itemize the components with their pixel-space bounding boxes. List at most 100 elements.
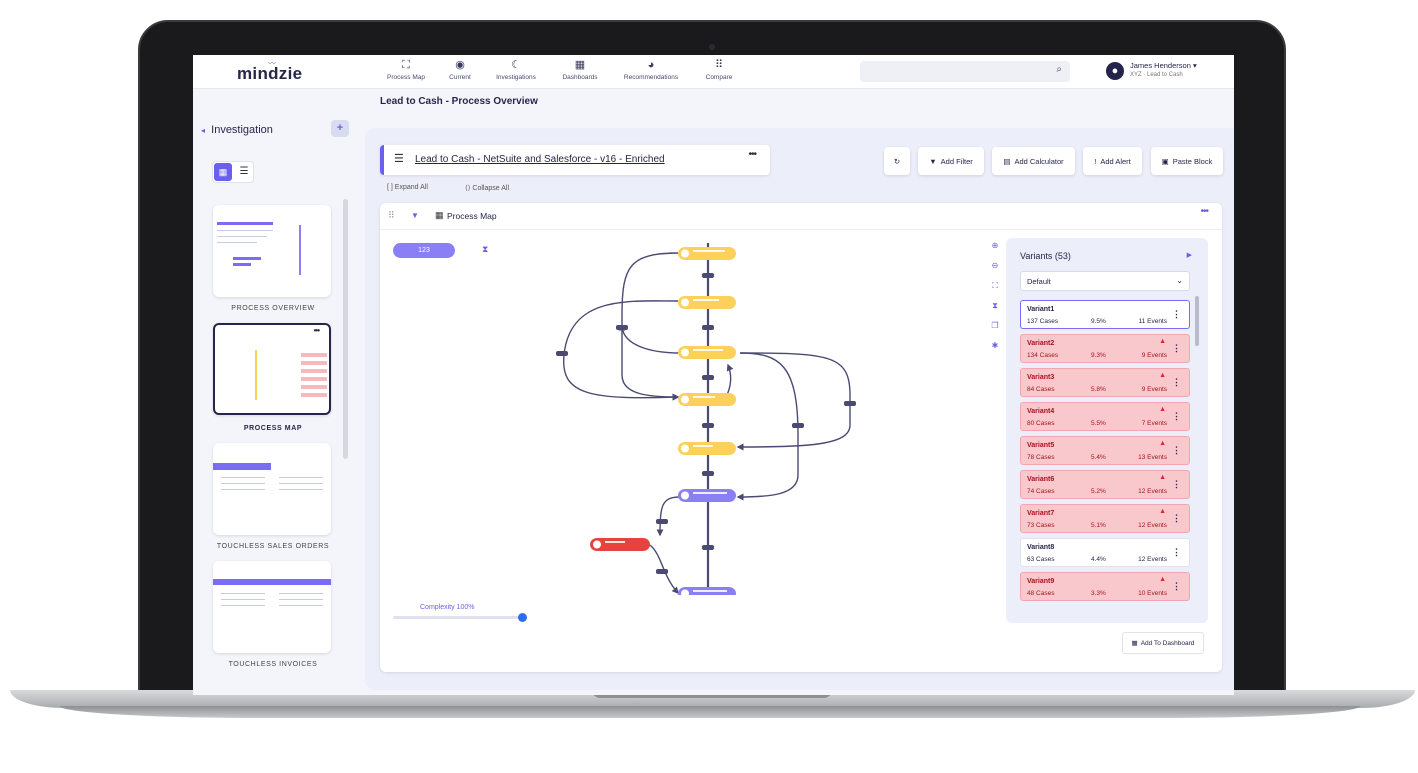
- user-name[interactable]: James Henderson ▾: [1130, 61, 1197, 70]
- nav-current[interactable]: ◉ Current: [425, 58, 495, 81]
- bug-icon[interactable]: ✱: [991, 341, 999, 350]
- notebook-main: ☰ Lead to Cash - NetSuite and Salesforce…: [365, 128, 1234, 690]
- thumbnail-touchless-sales-orders[interactable]: [213, 443, 331, 535]
- avatar[interactable]: ●: [1106, 62, 1124, 80]
- expand-panel-icon[interactable]: ▶: [1186, 252, 1192, 259]
- map-zoom-tools: ⊕ ⊖ ⛶ ⧗ ❐ ✱: [989, 241, 1001, 361]
- list-view-icon[interactable]: ☰: [239, 166, 249, 177]
- dataset-card[interactable]: ☰ Lead to Cash - NetSuite and Salesforce…: [380, 145, 770, 175]
- kebab-menu-icon[interactable]: ⋮: [1172, 411, 1181, 421]
- add-to-dashboard-label: Add To Dashboard: [1140, 639, 1195, 647]
- more-icon[interactable]: •••: [748, 149, 756, 160]
- copy-icon[interactable]: ❐: [991, 321, 999, 330]
- collapse-all-button[interactable]: ⟨⟩ Collapse All: [465, 184, 509, 192]
- edge-label: [702, 423, 714, 428]
- nav-compare[interactable]: ⠿ Compare: [684, 58, 754, 81]
- hourglass-icon[interactable]: ⧗: [482, 244, 489, 254]
- palette-icon: ◕: [647, 59, 655, 71]
- kebab-menu-icon[interactable]: ⋮: [1172, 479, 1181, 489]
- refresh-button[interactable]: ↻: [884, 147, 910, 175]
- metric-toggle[interactable]: 123: [393, 243, 455, 258]
- variant-events: 12 Events: [1138, 488, 1167, 495]
- thumb-pink: [301, 353, 327, 357]
- zoom-out-icon[interactable]: ⊖: [991, 261, 999, 270]
- nav-investigations[interactable]: ☾ Investigations: [481, 58, 551, 81]
- nodes: [590, 247, 736, 595]
- nav-recommendations[interactable]: ◕ Recommendations: [616, 58, 686, 81]
- hourglass-icon[interactable]: ⧗: [992, 301, 998, 310]
- process-map-graph[interactable]: [550, 235, 870, 595]
- expand-all-button[interactable]: [ ] Expand All: [387, 184, 428, 191]
- add-calculator-label: Add Calculator: [1014, 156, 1064, 166]
- variants-scrollbar[interactable]: [1195, 296, 1199, 346]
- variant-events: 13 Events: [1138, 454, 1167, 461]
- dataset-title[interactable]: Lead to Cash - NetSuite and Salesforce -…: [415, 154, 665, 165]
- database-icon: ☰: [394, 153, 404, 165]
- variant-cases: 63 Cases: [1027, 556, 1055, 563]
- variant-filter-select[interactable]: Default ⌄: [1020, 271, 1190, 291]
- variant-cases: 48 Cases: [1027, 590, 1055, 597]
- collapse-all-label: Collapse All: [472, 185, 509, 192]
- variant-events: 10 Events: [1138, 590, 1167, 597]
- nav-process-map[interactable]: ⛶ Process Map: [371, 58, 441, 81]
- logo[interactable]: mindzie: [237, 64, 303, 83]
- drag-handle-icon[interactable]: ⠿: [388, 210, 395, 220]
- thumb-line: [279, 605, 323, 606]
- chevron-down-icon: ⌄: [1176, 276, 1183, 285]
- thumb-line: [217, 236, 267, 237]
- kebab-menu-icon[interactable]: ⋮: [1172, 581, 1181, 591]
- thumb-bar: [217, 222, 273, 225]
- more-icon[interactable]: •••: [1200, 206, 1208, 217]
- thumbnail-touchless-invoices[interactable]: [213, 561, 331, 653]
- kebab-menu-icon[interactable]: ⋮: [1172, 547, 1181, 557]
- fit-screen-icon[interactable]: ⛶: [992, 281, 998, 290]
- thumb-line: [217, 230, 273, 231]
- warning-icon: ▲: [1159, 406, 1166, 413]
- slider-handle[interactable]: [518, 613, 527, 622]
- variant-events: 9 Events: [1141, 352, 1167, 359]
- complexity-label: Complexity 100%: [420, 604, 475, 611]
- kebab-menu-icon[interactable]: ⋮: [1172, 445, 1181, 455]
- calculator-icon: ▤: [1003, 156, 1011, 166]
- sidebar-scrollbar[interactable]: [343, 199, 348, 459]
- edge-label: [702, 273, 714, 278]
- kebab-menu-icon[interactable]: ⋮: [1172, 377, 1181, 387]
- investigation-header[interactable]: ◂ Investigation: [201, 124, 273, 136]
- kebab-menu-icon[interactable]: ⋮: [1172, 513, 1181, 523]
- paste-block-button[interactable]: ▣Paste Block: [1151, 147, 1223, 175]
- collapse-caret-icon[interactable]: ▼: [411, 211, 419, 220]
- variant-cases: 74 Cases: [1027, 488, 1055, 495]
- nav-dashboards[interactable]: ▦ Dashboards: [545, 58, 615, 81]
- variant-filter-value: Default: [1027, 277, 1051, 286]
- nav-label: Current: [449, 74, 471, 81]
- thumbnail-process-overview[interactable]: [213, 205, 331, 297]
- kebab-menu-icon[interactable]: ⋮: [1172, 309, 1181, 319]
- kebab-menu-icon[interactable]: ⋮: [1172, 343, 1181, 353]
- paste-icon: ▣: [1161, 156, 1169, 166]
- logo-wave-icon: 〰: [268, 59, 276, 68]
- add-to-dashboard-button[interactable]: ▦Add To Dashboard: [1122, 632, 1204, 654]
- add-alert-button[interactable]: !Add Alert: [1083, 147, 1142, 175]
- zoom-in-icon[interactable]: ⊕: [991, 241, 999, 250]
- search-input[interactable]: ⌕: [860, 61, 1070, 82]
- thumb-pink: [301, 361, 327, 365]
- node-yellow: [678, 442, 736, 455]
- add-filter-button[interactable]: ▼Add Filter: [918, 147, 984, 175]
- complexity-slider[interactable]: [393, 613, 527, 622]
- add-calculator-button[interactable]: ▤Add Calculator: [992, 147, 1075, 175]
- add-notebook-button[interactable]: +: [331, 120, 349, 137]
- thumbnail-process-map[interactable]: •••: [213, 323, 331, 415]
- metric-label: 123: [418, 247, 430, 254]
- grid-view-icon[interactable]: ▦: [214, 163, 232, 181]
- chevron-down-icon: ▾: [1192, 61, 1197, 70]
